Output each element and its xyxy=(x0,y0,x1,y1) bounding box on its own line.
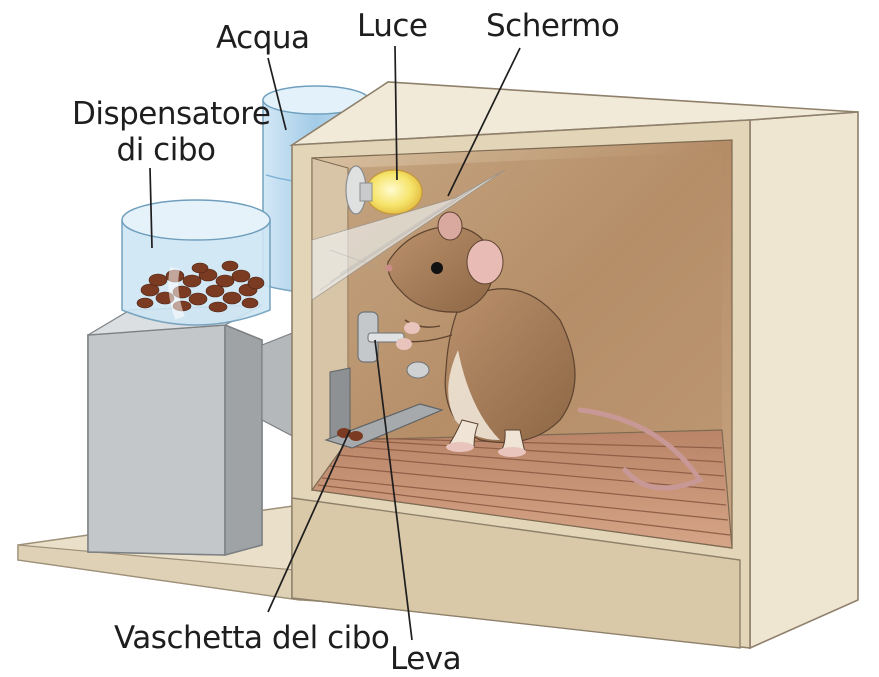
label-dispenser-line2: di cibo xyxy=(72,132,260,168)
label-food-tray: Vaschetta del cibo xyxy=(114,620,389,656)
label-dispenser-line1: Dispensatore xyxy=(72,96,260,132)
label-dispenser: Dispensatore di cibo xyxy=(72,96,260,168)
food-bowl xyxy=(122,200,270,325)
label-screen: Schermo xyxy=(486,8,619,44)
label-lever: Leva xyxy=(390,641,461,677)
label-light: Luce xyxy=(357,8,428,44)
label-water: Acqua xyxy=(216,20,310,56)
